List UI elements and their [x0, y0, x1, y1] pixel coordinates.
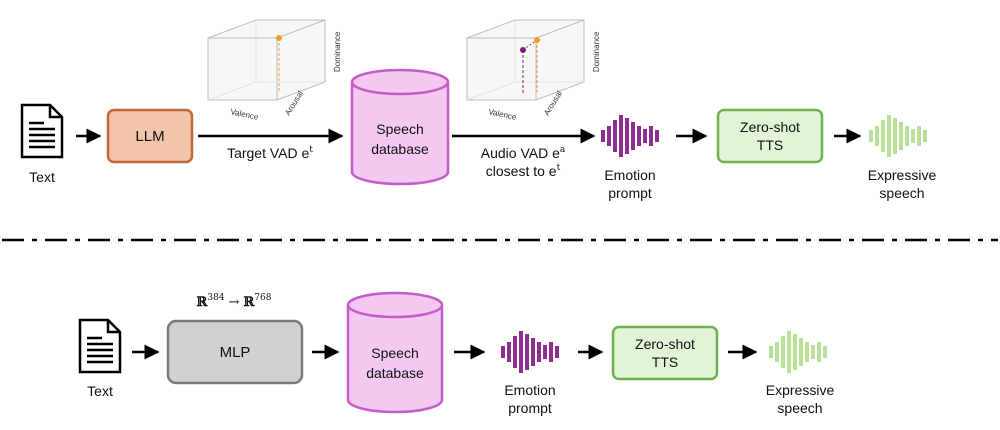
llm-label: LLM	[135, 128, 164, 145]
document-icon	[20, 103, 64, 159]
db-label-line1: Speech	[371, 345, 418, 361]
bottom-pipeline: Text ℝ384→ℝ768 MLP Speech database	[78, 291, 835, 416]
output-label-line1: Expressive	[868, 167, 937, 183]
emotion-prompt-waveform-icon	[501, 331, 559, 373]
target-point	[534, 37, 540, 43]
top-input-label: Text	[29, 169, 55, 185]
tts-label-line1: Zero-shot	[635, 336, 695, 352]
audio-vad-cube-icon: Valence Arousal Dominance	[466, 19, 601, 122]
emotion-label-line1: Emotion	[604, 167, 655, 183]
db-label-line2: database	[371, 141, 429, 157]
speech-database-cylinder-icon	[346, 291, 444, 414]
audio-vad-label: Audio VAD ea	[481, 145, 566, 161]
closest-label: closest to et	[486, 163, 561, 179]
output-label-line2: speech	[777, 400, 822, 416]
cube-axis-x: Valence	[488, 107, 518, 122]
speech-database-cylinder-icon	[350, 68, 450, 186]
tts-label-line1: Zero-shot	[740, 119, 800, 135]
tts-box	[611, 325, 719, 381]
mlp-label: MLP	[220, 344, 251, 361]
expressive-speech-waveform-icon	[769, 331, 827, 373]
expressive-speech-waveform-icon	[869, 115, 927, 157]
cube-axis-z: Dominance	[592, 31, 601, 72]
audio-point	[520, 47, 526, 53]
target-vad-label: Target VAD et	[227, 145, 313, 161]
emotion-label-line2: prompt	[608, 185, 652, 201]
emotion-prompt-waveform-icon	[601, 115, 659, 157]
tts-label-line2: TTS	[652, 354, 678, 370]
target-point	[276, 35, 282, 41]
cube-axis-x: Valence	[230, 107, 260, 122]
db-label-line2: database	[366, 365, 424, 381]
tts-box	[716, 108, 824, 164]
top-pipeline: Text LLM Target VAD et Valence Arousal D…	[20, 19, 937, 201]
output-label-line2: speech	[879, 185, 924, 201]
llm-box	[106, 108, 194, 164]
mlp-box	[166, 319, 304, 385]
tts-label-line2: TTS	[757, 137, 783, 153]
cube-axis-z: Dominance	[333, 31, 342, 72]
mlp-mapping-label: ℝ384→ℝ768	[197, 293, 272, 310]
output-label-line1: Expressive	[766, 382, 835, 398]
emotion-label-line1: Emotion	[504, 382, 555, 398]
db-label-line1: Speech	[376, 121, 423, 137]
target-vad-cube-icon: Valence Arousal Dominance	[207, 19, 342, 122]
emotion-label-line2: prompt	[508, 400, 552, 416]
bottom-input-label: Text	[87, 383, 113, 399]
document-icon	[78, 318, 122, 374]
